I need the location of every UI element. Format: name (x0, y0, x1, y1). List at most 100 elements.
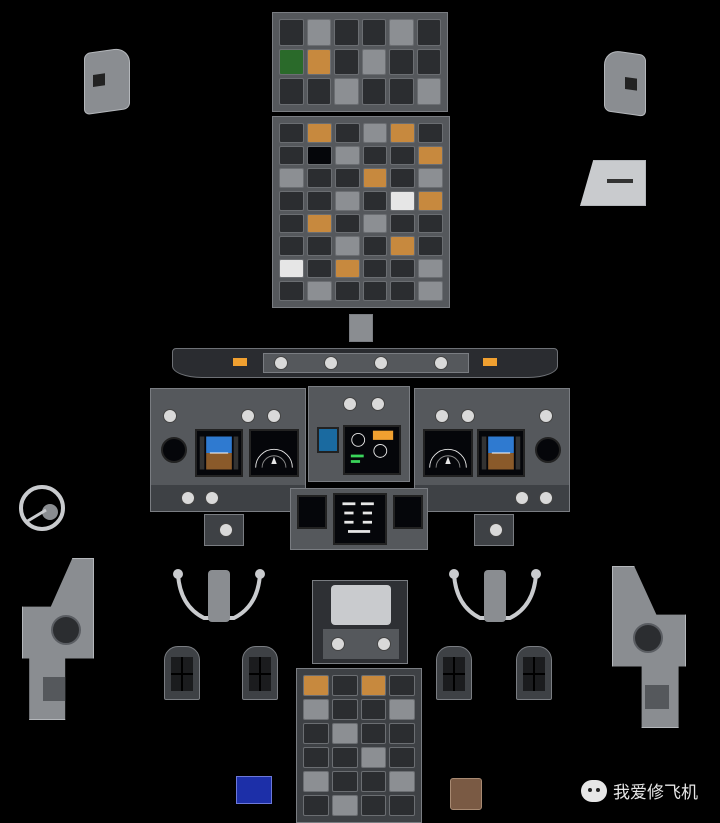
pedestal-module (331, 771, 358, 792)
captain-rudder-pedal-left[interactable] (164, 646, 200, 700)
overhead-module (334, 168, 360, 188)
overhead-module (390, 258, 416, 279)
overhead-module (362, 168, 388, 188)
overhead-module (389, 19, 414, 46)
left-overhead-bracket (84, 46, 130, 116)
lower-display-right (393, 495, 423, 529)
pedestal-module (360, 771, 387, 792)
captain-rudder-pedal-right[interactable] (242, 646, 278, 700)
overhead-module (418, 236, 443, 256)
panel-knob[interactable] (539, 491, 553, 505)
panel-knob[interactable] (539, 409, 553, 423)
mcp-knob[interactable] (274, 356, 288, 370)
wechat-icon (581, 779, 607, 802)
panel-knob[interactable] (377, 637, 391, 651)
overhead-module (279, 78, 304, 105)
clock-instrument (535, 437, 561, 463)
panel-knob[interactable] (343, 397, 357, 411)
left-knee-panel (204, 514, 244, 546)
overhead-module (418, 213, 443, 234)
right-side-console (612, 566, 686, 728)
overhead-module (279, 123, 304, 143)
mcp-knob[interactable] (324, 356, 338, 370)
overhead-module (306, 145, 332, 166)
first-officer-nd (423, 429, 473, 477)
pfd-graphic (199, 436, 239, 470)
pedestal-module (331, 795, 358, 816)
lower-eicas-graphic (342, 502, 374, 533)
first-officer-rudder-pedal-right[interactable] (516, 646, 552, 700)
overhead-module (362, 190, 388, 211)
overhead-module (334, 145, 360, 166)
overhead-module (334, 78, 359, 105)
panel-knob[interactable] (267, 409, 281, 423)
panel-knob[interactable] (371, 397, 385, 411)
side-stick-knob[interactable] (633, 623, 663, 653)
overhead-module (306, 213, 332, 234)
throttle-quadrant[interactable] (312, 580, 408, 664)
overhead-module (362, 213, 388, 234)
first-officer-instrument-panel (414, 388, 570, 512)
panel-knob[interactable] (461, 409, 475, 423)
pedestal-module (303, 699, 329, 720)
lower-panel-strip (151, 485, 305, 511)
overhead-module (334, 213, 360, 234)
pfd-graphic (481, 436, 521, 470)
overhead-module (418, 168, 443, 188)
captain-control-yoke[interactable] (170, 566, 268, 626)
mcp-knob[interactable] (374, 356, 388, 370)
pedestal-module (303, 675, 329, 696)
eicas-graphic (350, 430, 394, 463)
yoke-graphic (449, 569, 541, 622)
pedestal-module (389, 771, 415, 792)
lower-display-left (297, 495, 327, 529)
nd-graphic (255, 448, 293, 468)
pedestal-module (389, 747, 415, 768)
pedestal-module (303, 771, 329, 792)
panel-knob[interactable] (331, 637, 345, 651)
panel-knob[interactable] (219, 523, 233, 537)
floor-placard-brown (450, 778, 482, 810)
tiller-graphic (19, 485, 65, 531)
panel-knob[interactable] (163, 409, 177, 423)
side-stick-knob[interactable] (51, 615, 81, 645)
overhead-module (279, 258, 304, 279)
overhead-module (390, 190, 416, 211)
panel-knob[interactable] (489, 523, 503, 537)
overhead-module (279, 213, 304, 234)
overhead-module (416, 19, 441, 46)
overhead-module (279, 168, 304, 188)
thrust-levers[interactable] (331, 585, 391, 625)
overhead-module (361, 19, 386, 46)
overhead-module (418, 190, 443, 211)
overhead-module (390, 236, 416, 256)
first-officer-rudder-pedal-left[interactable] (436, 646, 472, 700)
panel-knob[interactable] (205, 491, 219, 505)
pedestal-module (331, 675, 358, 696)
forward-overhead-panel (272, 116, 450, 308)
bracket-socket (93, 73, 105, 87)
overhead-module (416, 78, 441, 105)
pedestal-module (389, 723, 415, 744)
captain-pfd (195, 429, 243, 477)
overhead-module (389, 48, 414, 76)
lower-center-panel (290, 488, 428, 550)
overhead-module (306, 236, 332, 256)
overhead-module (390, 123, 416, 143)
pedestal-module (389, 675, 415, 696)
lower-eicas (333, 493, 387, 545)
first-officer-control-yoke[interactable] (446, 566, 544, 626)
mcp-knob[interactable] (434, 356, 448, 370)
pedestal-module (331, 699, 358, 720)
nosewheel-tiller[interactable] (16, 482, 72, 532)
overhead-module (389, 78, 414, 105)
panel-knob[interactable] (515, 491, 529, 505)
standby-compass-mount (349, 314, 373, 342)
right-side-placard (580, 160, 646, 206)
panel-knob[interactable] (181, 491, 195, 505)
overhead-module (362, 258, 388, 279)
panel-knob[interactable] (241, 409, 255, 423)
panel-knob[interactable] (435, 409, 449, 423)
console-socket (645, 685, 669, 709)
captain-instrument-panel (150, 388, 306, 512)
